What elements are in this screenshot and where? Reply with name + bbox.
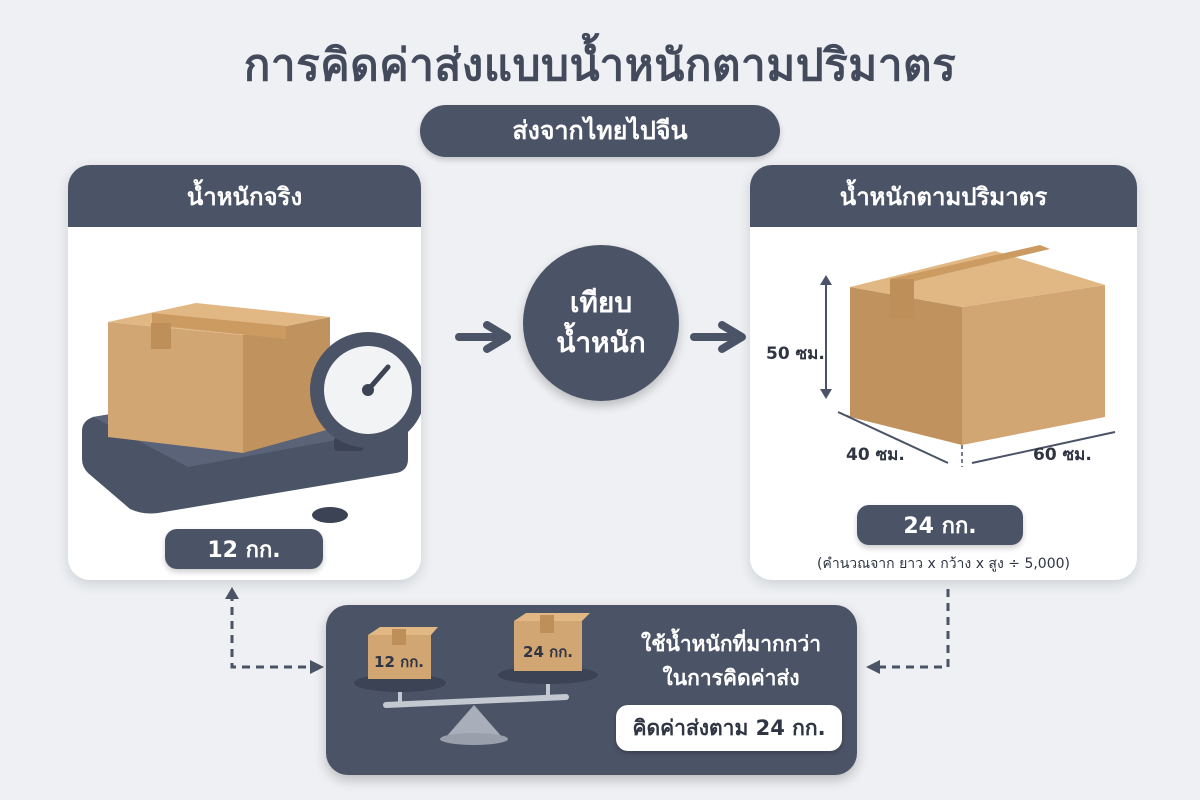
height-arrow-bottom bbox=[820, 389, 832, 399]
guide-dashed-left bbox=[837, 411, 851, 418]
left-pan-box bbox=[368, 635, 431, 679]
balance-base-foot bbox=[440, 733, 508, 745]
scale-with-box-illustration bbox=[82, 303, 421, 523]
height-dimension-label: 50 ซม. bbox=[766, 344, 825, 364]
actual-weight-card: น้ำหนักจริง 12 กก. bbox=[68, 165, 421, 580]
right-pan-box-tape bbox=[540, 615, 554, 633]
volumetric-weight-card: น้ำหนักตามปริมาตร 50 ซม. 40 ซม. 60 ซม. 2… bbox=[750, 165, 1137, 580]
actual-box-tape bbox=[152, 313, 286, 339]
compare-weight-circle: เทียบ น้ำหนัก bbox=[523, 245, 679, 401]
balance-base bbox=[446, 705, 502, 737]
heavier-weight-rule: ใช้น้ำหนักที่มากกว่า ในการคิดค่าส่ง bbox=[616, 627, 846, 695]
arrow-compare-to-right bbox=[690, 321, 746, 353]
right-pan-box bbox=[514, 621, 582, 671]
dashed-arrow-left-to-result bbox=[225, 587, 324, 674]
volumetric-box-front bbox=[850, 287, 962, 445]
charge-result-badge: คิดค่าส่งตาม 24 กก. bbox=[616, 705, 842, 751]
length-dimension-line bbox=[971, 431, 1116, 464]
arrow-left-to-compare bbox=[455, 321, 511, 353]
volumetric-formula: (คำนวณจาก ยาว x กว้าง x สูง ÷ 5,000) bbox=[817, 556, 1070, 572]
left-pan-box-tape bbox=[392, 629, 406, 645]
route-subtitle: ส่งจากไทยไปจีน bbox=[420, 105, 780, 157]
compare-line-2: น้ำหนัก bbox=[556, 326, 646, 359]
length-dimension-label: 60 ซม. bbox=[1033, 445, 1092, 465]
rule-line-1: ใช้น้ำหนักที่มากกว่า bbox=[640, 632, 822, 656]
volumetric-weight-value: 24 กก. bbox=[857, 505, 1023, 545]
volumetric-box-side bbox=[962, 285, 1105, 445]
dashed-arrow-right-to-result bbox=[866, 589, 950, 674]
rule-line-2: ในการคิดค่าส่ง bbox=[662, 666, 800, 690]
width-dimension-label: 40 ซม. bbox=[846, 445, 905, 465]
page-title: การคิดค่าส่งแบบน้ำหนักตามปริมาตร bbox=[243, 40, 957, 91]
height-arrow-top bbox=[820, 275, 832, 285]
balance-beam bbox=[383, 694, 569, 708]
right-box-label: 24 กก. bbox=[523, 643, 573, 661]
compare-line-1: เทียบ bbox=[569, 286, 633, 319]
actual-box-side bbox=[243, 317, 330, 453]
actual-box-front bbox=[108, 322, 243, 453]
actual-weight-value: 12 กก. bbox=[165, 529, 323, 569]
left-box-label: 12 กก. bbox=[374, 653, 424, 671]
volumetric-box-tape bbox=[890, 245, 1050, 284]
balance-scale-illustration: 12 กก. 24 กก. bbox=[354, 613, 598, 745]
volumetric-box-tape-front bbox=[890, 279, 914, 319]
dimension-box-illustration bbox=[820, 245, 1116, 467]
actual-box-tape-front bbox=[151, 323, 171, 349]
volumetric-weight-header: น้ำหนักตามปริมาตร bbox=[750, 165, 1137, 227]
actual-weight-header: น้ำหนักจริง bbox=[68, 165, 421, 227]
result-panel: 12 กก. 24 กก. ใช้น้ำหนักที่มากกว่า ในการ… bbox=[326, 605, 857, 775]
gauge-center bbox=[362, 384, 374, 396]
scale-foot-right bbox=[312, 507, 348, 523]
depth-dimension-line bbox=[837, 411, 949, 464]
